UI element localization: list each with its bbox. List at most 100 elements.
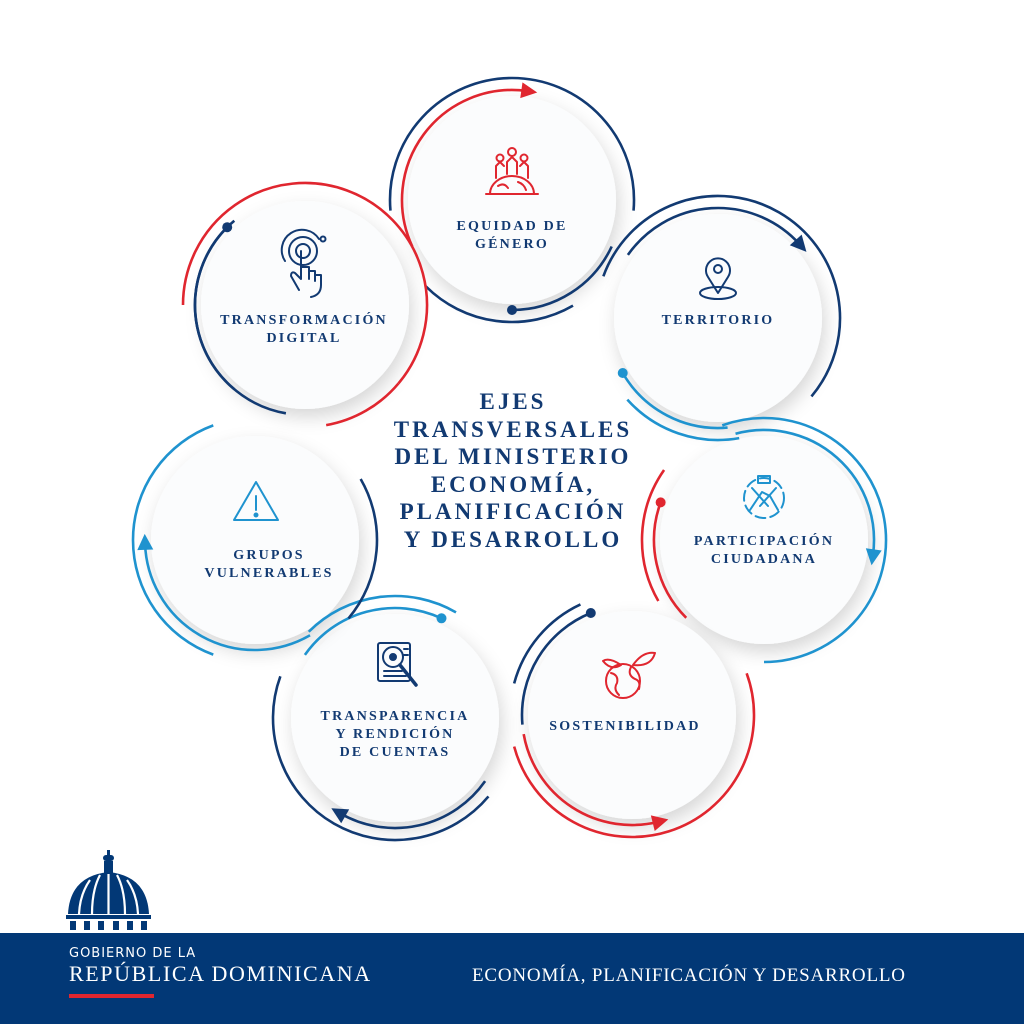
arc-sostenibilidad [512,603,581,684]
label-transparencia: TRANSPARENCIA Y RENDICIÓN DE CUENTAS [321,708,470,762]
people-on-globe-icon-part [489,175,535,195]
arc-territorio [626,206,801,256]
disk-equidad [408,96,616,304]
warning-triangle-icon-part [253,512,259,518]
globe-leaves-icon-part [602,658,622,669]
disk-sostenibilidad [528,611,736,819]
arc-territorio [602,194,842,398]
joined-hands-icon [743,475,785,519]
label-line: TERRITORIO [661,313,775,328]
label-grupos-vulnerables: GRUPOS VULNERABLES [204,547,333,583]
label-participacion-ciudadana: PARTICIPACIÓN CIUDADANA [694,533,834,569]
arc-sostenibilidad [522,733,659,827]
arc-participacion [652,501,688,619]
arc-start-dot [617,368,628,378]
magnifier-document-icon-part [383,648,409,677]
axes-diagram [131,76,888,842]
arc-transparencia [307,594,457,633]
label-line: PARTICIPACIÓN [693,534,835,549]
disk-transparencia [291,614,499,822]
arrow-head-icon [520,82,538,99]
arrow-head-icon [865,548,882,566]
globe-leaves-icon-part [632,651,656,667]
footer-gov-small: GOBIERNO DE LA [69,946,197,961]
touch-hand-icon-part [288,236,318,266]
arc-participacion [721,416,888,664]
footer-bar [0,933,1024,1024]
arc-equidad [424,285,574,324]
joined-hands-icon-part [749,491,779,511]
label-line: CIUDADANA [710,552,818,567]
title-line: PLANIFICACIÓN [399,499,627,524]
arc-sostenibilidad [512,672,756,839]
magnifier-document-icon-part [398,663,418,687]
title-line: ECONOMÍA, [430,471,596,497]
label-line: Y RENDICIÓN [335,727,455,742]
arc-transparencia [303,606,443,656]
label-line: SOSTENIBILIDAD [549,719,701,734]
arc-equidad [388,76,636,211]
arc-start-dot [585,608,596,619]
disk-transformacion [201,201,409,409]
joined-hands-icon-part [757,475,771,484]
label-line: TRANSPARENCIA [320,709,470,724]
globe-leaves-icon [602,651,656,699]
magnifier-document-icon-part [382,646,404,668]
arc-sostenibilidad [520,611,592,725]
arrow-head-icon [137,533,154,551]
globe-leaves-icon-part [605,663,641,699]
arc-transformacion [193,219,287,415]
title-line: Y DESARROLLO [403,526,623,552]
disk-territorio [614,214,822,422]
footer-red-underline [69,994,154,998]
label-line: DIGITAL [266,331,342,346]
arc-territorio [626,398,740,442]
arc-start-dot [655,497,666,508]
people-on-globe-icon-part [497,181,527,191]
dome-logo [66,850,151,930]
touch-hand-icon-part [290,250,322,298]
location-pin-icon-part [699,286,737,300]
people-on-globe-icon [485,147,539,195]
title-line: DEL MINISTERIO [394,444,632,469]
joined-hands-icon-part [751,487,777,507]
title-line: EJES [479,389,547,414]
arc-equidad [511,245,613,312]
magnifier-document-icon [377,642,418,687]
magnifier-document-icon-part [377,642,411,682]
disk-grupos [151,436,359,644]
location-pin-icon-part [713,264,723,274]
arc-transformacion [325,382,400,427]
disk-participacion [660,436,868,644]
arrow-head-icon [331,808,350,824]
footer-ministry-name: ECONOMÍA, PLANIFICACIÓN Y DESARROLLO [472,965,906,986]
arc-grupos [131,424,214,656]
label-sostenibilidad: SOSTENIBILIDAD [549,718,700,736]
arc-start-dot [436,613,447,624]
label-line: VULNERABLES [204,566,334,581]
label-line: GRUPOS [233,548,305,563]
arrow-head-icon [789,234,807,252]
label-territorio: TERRITORIO [662,312,775,330]
touch-hand-icon-part [295,243,311,259]
warning-triangle-icon [233,481,279,521]
globe-leaves-icon-part [610,666,641,696]
location-pin-icon-part [705,257,731,294]
joined-hands-icon-part [743,477,785,519]
label-line: GÉNERO [475,237,549,252]
people-on-globe-icon-part [507,147,517,157]
touch-hand-icon-part [319,235,327,243]
label-line: EQUIDAD DE [456,219,568,234]
location-pin-icon [699,257,737,300]
label-line: TRANSFORMACIÓN [220,313,388,328]
arc-grupos [347,478,379,620]
people-on-globe-icon-part [519,161,529,179]
label-transformacion-digital: TRANSFORMACIÓN DIGITAL [220,312,388,348]
touch-hand-icon-part [280,228,320,262]
arc-territorio [621,372,728,430]
arc-grupos [143,543,311,652]
arc-participacion [640,469,666,602]
people-on-globe-icon-part [506,156,518,175]
people-on-globe-icon-part [495,161,505,179]
arc-transparencia [339,780,487,830]
